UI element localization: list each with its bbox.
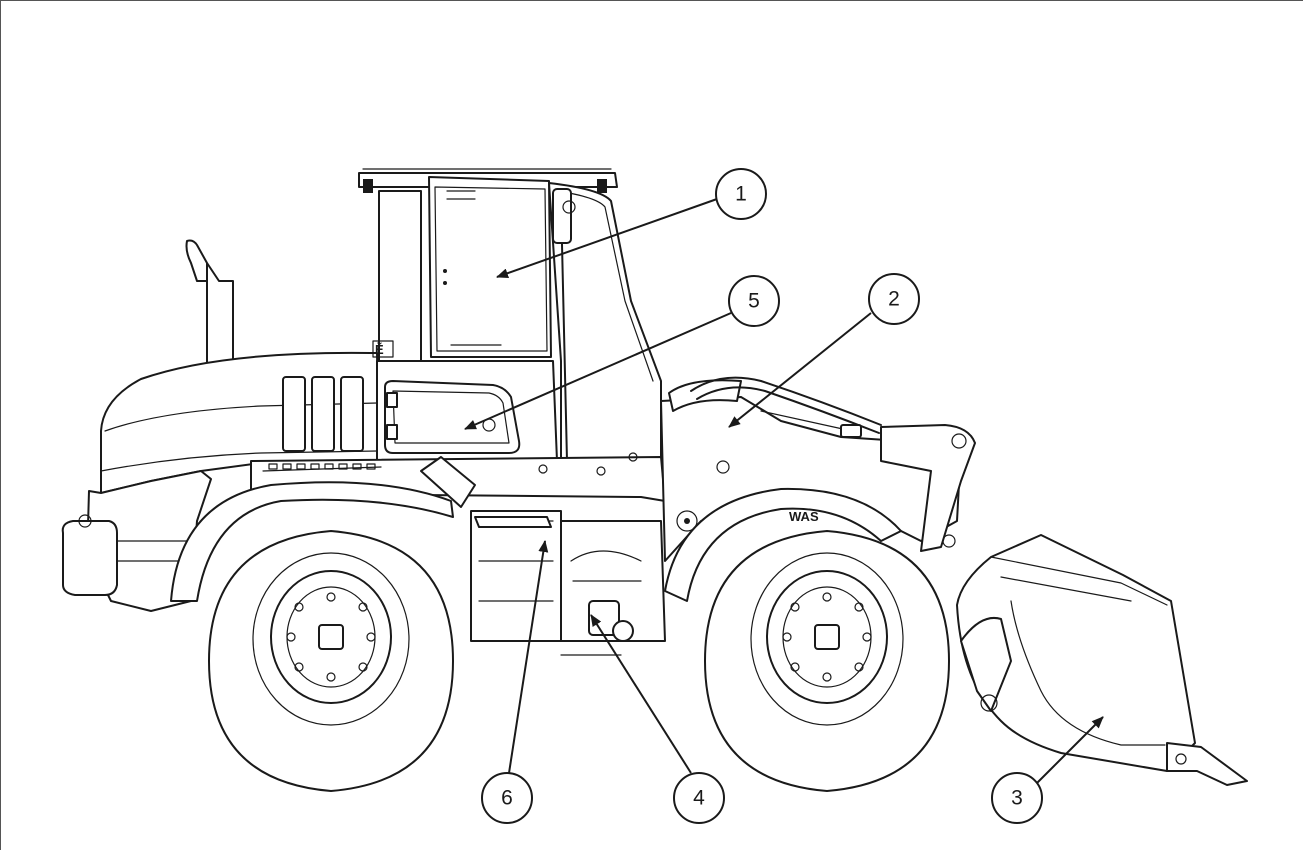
rear-wheel-lugs xyxy=(286,592,376,682)
callout-4: 4 xyxy=(673,772,725,824)
leader-3 xyxy=(1036,716,1104,784)
callout-5: 5 xyxy=(728,275,780,327)
leader-4 xyxy=(590,614,692,774)
callout-3-label: 3 xyxy=(1011,787,1023,810)
front-wheel-lugs xyxy=(782,592,872,682)
leader-1 xyxy=(496,198,718,279)
callout-3: 3 xyxy=(991,772,1043,824)
leader-2 xyxy=(728,312,872,428)
callout-2: 2 xyxy=(868,273,920,325)
lift-arm xyxy=(880,424,976,552)
rear-wheel xyxy=(208,530,454,792)
hydraulic-hoses xyxy=(690,376,882,438)
engine-hood xyxy=(100,351,380,494)
callout-5-label: 5 xyxy=(748,290,760,313)
rail-holes xyxy=(268,463,376,470)
cab-lower-window xyxy=(376,360,558,462)
callout-6: 6 xyxy=(481,772,533,824)
callout-6-label: 6 xyxy=(501,787,513,810)
exhaust-stack xyxy=(185,239,234,364)
callout-1-label: 1 xyxy=(735,183,747,206)
leader-5 xyxy=(464,312,732,430)
callout-4-label: 4 xyxy=(693,787,705,810)
leader-lines xyxy=(464,198,1104,784)
bucket xyxy=(956,534,1248,786)
callout-1: 1 xyxy=(715,168,767,220)
leader-6 xyxy=(508,540,549,774)
operator-cab: Ĕ xyxy=(358,168,662,472)
rear-fender xyxy=(170,481,454,602)
callout-2-label: 2 xyxy=(888,288,900,311)
center-section xyxy=(470,510,666,656)
svg-text:Ĕ: Ĕ xyxy=(375,342,384,357)
front-fender: WAS xyxy=(664,487,902,602)
fender-decal: WAS xyxy=(789,509,819,524)
front-wheel xyxy=(704,530,950,792)
